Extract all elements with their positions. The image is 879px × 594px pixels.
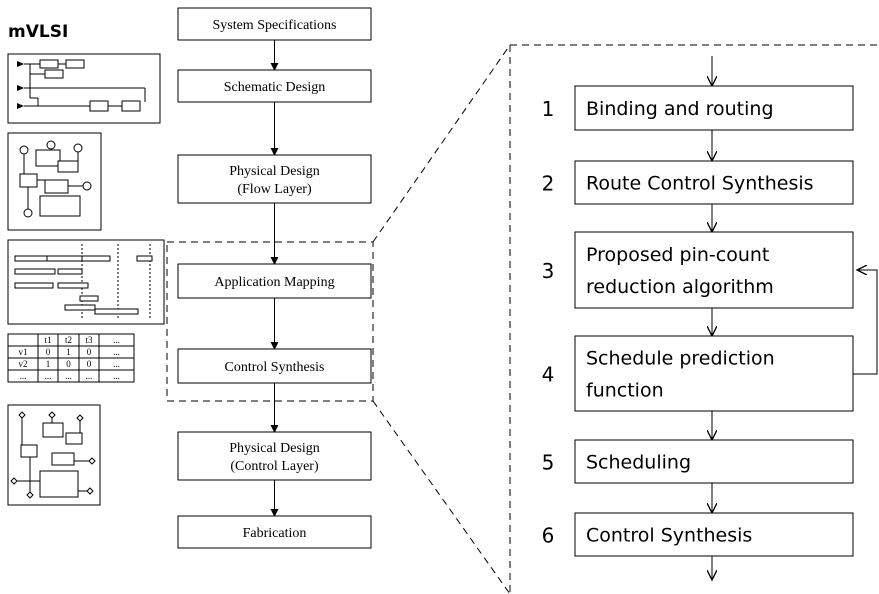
table-cell: t1 [44, 335, 51, 345]
algorithm-step-1: 1 Binding and routing [542, 85, 854, 131]
flow-step-box [177, 69, 372, 103]
algorithm-step-4: 4 Schedule prediction function [542, 335, 854, 412]
flow-step-box [177, 515, 372, 549]
table-cell: ... [86, 371, 93, 381]
step-box [574, 160, 854, 205]
flow-step-ctrl-synth: Control Synthesis [177, 348, 372, 384]
feedback-loop-arrow [853, 270, 878, 375]
table-cell: 0 [87, 347, 92, 357]
flow-step-label: (Flow Layer) [237, 182, 312, 197]
step-box [574, 439, 854, 484]
flow-step-sys-spec: System Specifications [177, 7, 372, 41]
algorithm-step-3: 3 Proposed pin-count reduction algorithm [542, 231, 854, 309]
step-number: 6 [542, 524, 555, 548]
flow-step-label: Control Synthesis [225, 360, 325, 375]
algorithm-step-6: 6 Control Synthesis [542, 512, 854, 557]
step-label: function [586, 380, 664, 402]
table-cell: 0 [66, 359, 71, 369]
step-box [574, 512, 854, 557]
flow-step-box [177, 263, 372, 299]
table-cell: v2 [19, 359, 28, 369]
flow-step-box [177, 431, 372, 481]
flow-step-label: Schematic Design [224, 80, 325, 95]
table-cell: t3 [85, 335, 93, 345]
schedule-thumbnail [7, 239, 165, 325]
flow-step-label: Fabrication [243, 526, 307, 541]
step-number: 4 [542, 363, 555, 387]
step-box [574, 335, 854, 412]
step-label: Proposed pin-count [586, 244, 769, 266]
valve-layout-thumbnail [7, 404, 101, 506]
table-cell: ... [113, 359, 120, 369]
right-flow: 1 Binding and routing 2 Route Control Synth… [542, 56, 878, 580]
table-cell: 1 [66, 347, 71, 357]
flow-step-fab: Fabrication [177, 515, 372, 549]
table-cell: 1 [46, 359, 51, 369]
step-label: Control Synthesis [586, 525, 752, 547]
flow-step-box [177, 348, 372, 384]
flow-step-schematic: Schematic Design [177, 69, 372, 103]
step-label: Binding and routing [586, 98, 774, 120]
flow-step-label: (Control Layer) [230, 459, 319, 474]
layout-thumbnail [7, 132, 102, 231]
schematic-thumbnail [7, 53, 161, 124]
zoom-guide-bottom [372, 400, 511, 594]
step-number: 5 [542, 451, 555, 475]
flow-step-phys-flow: Physical Design (Flow Layer) [177, 154, 372, 204]
table-cell: ... [113, 347, 120, 357]
step-number: 2 [542, 172, 555, 196]
step-box [574, 85, 854, 131]
zoom-guide-top [372, 44, 511, 243]
step-number: 1 [542, 97, 555, 121]
step-label: Scheduling [586, 452, 691, 474]
algorithm-step-2: 2 Route Control Synthesis [542, 160, 854, 205]
step-label: reduction algorithm [586, 276, 774, 298]
algorithm-step-5: 5 Scheduling [542, 439, 854, 484]
table-cell: 0 [46, 347, 51, 357]
table-cell: 0 [87, 359, 92, 369]
flow-step-box [177, 7, 372, 41]
table-cell: ... [20, 371, 27, 381]
flow-step-phys-ctrl: Physical Design (Control Layer) [177, 431, 372, 481]
flow-step-label: Physical Design [229, 441, 320, 456]
table-cell: ... [65, 371, 72, 381]
flow-step-box [177, 154, 372, 204]
zoom-region-outline [166, 241, 374, 402]
flow-step-label: Physical Design [229, 164, 320, 179]
table-cell: v1 [19, 347, 28, 357]
flow-step-label: System Specifications [212, 18, 336, 33]
table-cell: ... [113, 371, 120, 381]
control-table-thumbnail: t1 t2 t3... v1 0 1 0... v2 1 0 0.................. [7, 333, 135, 383]
flow-step-label: Application Mapping [214, 275, 334, 290]
step-label: Schedule prediction [586, 348, 775, 370]
step-box [574, 231, 854, 309]
table-cell: ... [113, 335, 120, 345]
step-number: 3 [542, 259, 555, 283]
diagram-title: mVLSI [8, 22, 68, 42]
flow-step-app-map: Application Mapping [177, 263, 372, 299]
table-cell: ... [45, 371, 52, 381]
step-label: Route Control Synthesis [586, 173, 814, 195]
table-cell: t2 [65, 335, 72, 345]
